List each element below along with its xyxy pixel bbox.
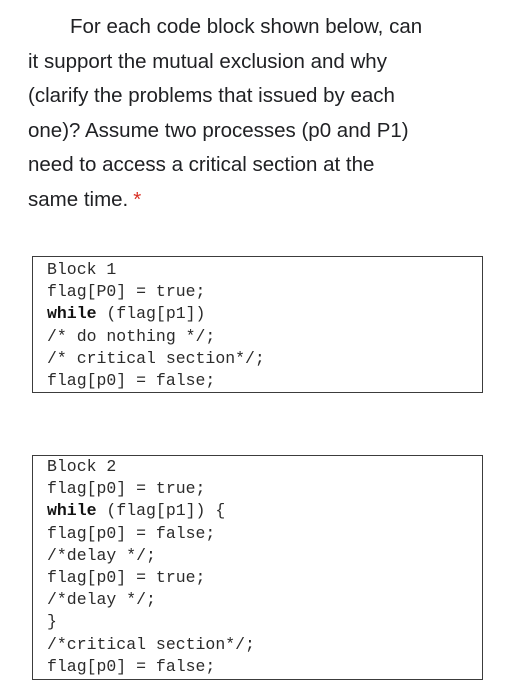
required-marker: * xyxy=(133,187,142,211)
code-line: flag[p0] = false; xyxy=(47,370,482,392)
question-text: For each code block shown below, can it … xyxy=(28,10,498,217)
code-text: flag[p0] = false; xyxy=(47,370,216,390)
code-text: /*delay */; xyxy=(47,545,156,565)
code-line: /*delay */; xyxy=(47,545,482,567)
code-text: /* critical section*/; xyxy=(47,348,265,368)
code-text: flag[p0] = false; xyxy=(47,656,216,676)
code-block-title: Block 1 xyxy=(47,260,117,279)
code-keyword: while xyxy=(47,304,97,324)
code-text: (flag[p1]) xyxy=(96,304,206,324)
question-line: one)? Assume two processes (p0 and P1) xyxy=(28,118,409,142)
code-line: /* do nothing */; xyxy=(47,326,482,348)
code-text: /*delay */; xyxy=(47,590,156,610)
code-text: flag[P0] = true; xyxy=(47,282,206,302)
code-block-2: Block 2 flag[p0] = true; while (flag[p1]… xyxy=(32,455,483,680)
code-line: /*delay */; xyxy=(47,589,482,611)
code-line: flag[p0] = false; xyxy=(47,523,482,545)
question-line-last: same time.* xyxy=(28,183,498,218)
code-text: flag[p0] = true; xyxy=(47,479,206,499)
code-block-1: Block 1 flag[P0] = true; while (flag[p1]… xyxy=(32,256,483,393)
code-line: } xyxy=(47,611,482,633)
question-line: need to access a critical section at the xyxy=(28,153,375,176)
code-block-title: Block 2 xyxy=(47,457,117,476)
question-line-text: same time. xyxy=(28,187,129,211)
code-line: while (flag[p1]) xyxy=(47,303,482,325)
question-line: it support the mutual exclusion and why xyxy=(28,49,387,73)
code-text: (flag[p1]) { xyxy=(96,501,226,521)
code-text: } xyxy=(47,612,57,632)
question-line: (clarify the problems that issued by eac… xyxy=(28,84,395,107)
code-line: flag[p0] = false; xyxy=(47,656,482,678)
code-text: /*critical section*/; xyxy=(47,634,255,654)
code-keyword: while xyxy=(47,501,97,521)
question-line: For each code block shown below, can xyxy=(70,15,423,38)
code-line: /* critical section*/; xyxy=(47,348,482,370)
code-line: flag[p0] = true; xyxy=(47,478,482,500)
code-line: flag[p0] = true; xyxy=(47,567,482,589)
code-line: flag[P0] = true; xyxy=(47,281,482,303)
code-text: flag[p0] = false; xyxy=(47,523,216,543)
code-text: flag[p0] = true; xyxy=(47,567,206,587)
code-line: /*critical section*/; xyxy=(47,634,482,656)
code-text: /* do nothing */; xyxy=(47,326,216,346)
code-line: while (flag[p1]) { xyxy=(47,500,482,522)
